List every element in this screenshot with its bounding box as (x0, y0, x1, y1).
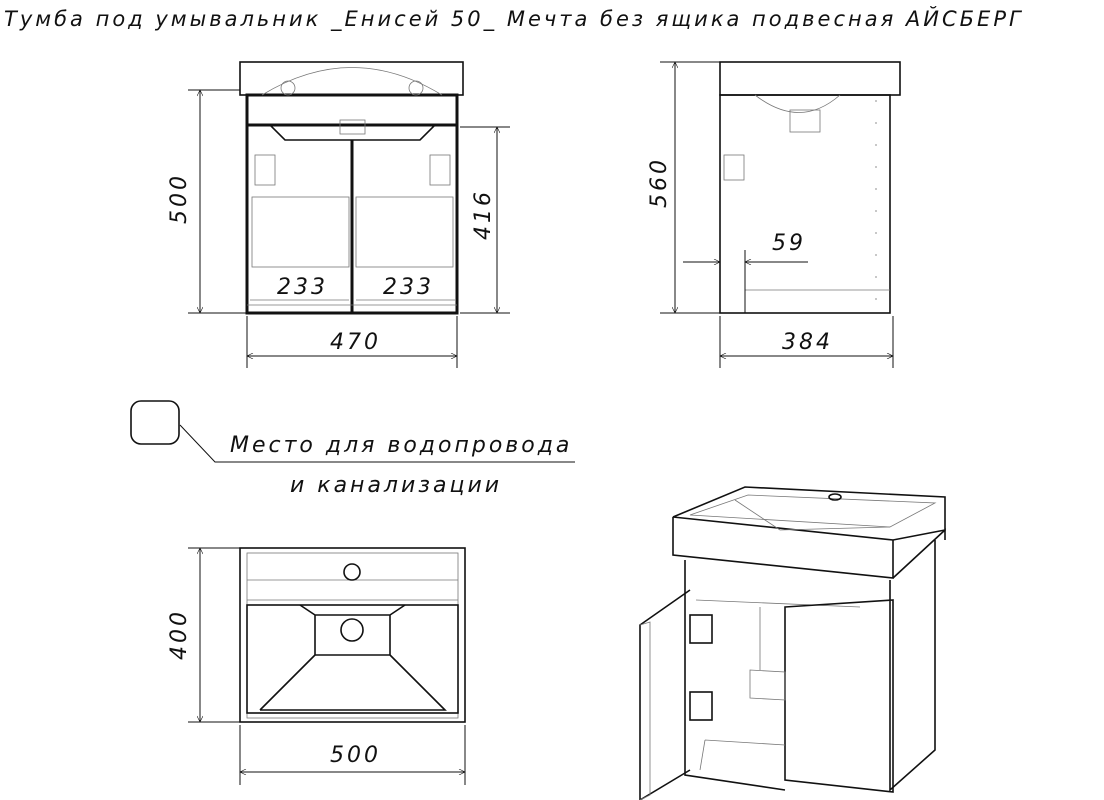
side-view: 560 59 384 (647, 61, 901, 368)
side-height-label: 560 (647, 157, 672, 208)
top-width-label: 500 (330, 743, 381, 768)
side-depth-label: 384 (782, 330, 833, 355)
legend-line1: Место для водопровода (230, 433, 572, 458)
plumbing-area-symbol (130, 400, 180, 445)
top-depth-label: 400 (167, 609, 192, 660)
top-view: 400 500 (167, 547, 466, 785)
offset-label: 59 (772, 231, 806, 256)
door-height-label: 416 (471, 189, 496, 240)
legend: Место для водопровода и канализации (130, 400, 575, 498)
door-width-left-label: 233 (277, 275, 328, 300)
front-width-label: 470 (330, 330, 381, 355)
front-height-label: 500 (167, 173, 192, 224)
isometric-view (639, 486, 946, 800)
door-width-right-label: 233 (383, 275, 434, 300)
front-view: 500 416 233 233 470 (167, 61, 510, 368)
drawing-title: Тумба под умывальник _Енисей 50_ Мечта б… (4, 6, 1024, 32)
legend-line2: и канализации (290, 473, 502, 498)
